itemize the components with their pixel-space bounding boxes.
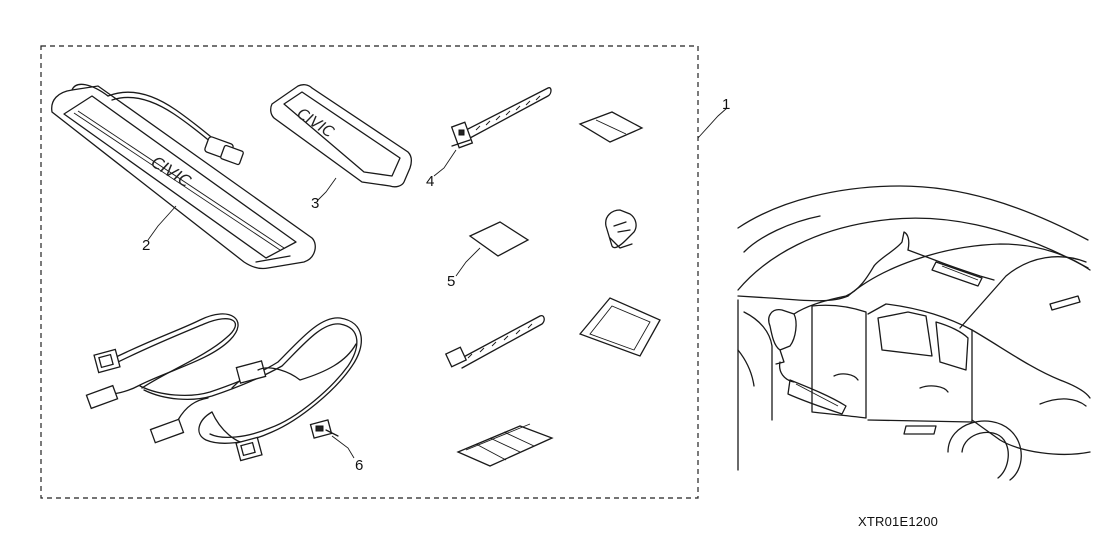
part-wire-harness xyxy=(85,313,362,462)
callout-2: 2 xyxy=(142,237,151,254)
callout-4: 4 xyxy=(426,173,435,190)
part-front-sill-plate: CIVIC xyxy=(51,83,316,270)
callout-5: 5 xyxy=(447,273,456,290)
part-connector-clip xyxy=(309,419,339,439)
kit-boundary-box xyxy=(40,45,699,499)
part-rear-sill-plate: CIVIC xyxy=(270,84,412,188)
part-double-sided-tape xyxy=(456,423,554,467)
leader-lines xyxy=(147,107,728,459)
part-cable-tie xyxy=(444,314,545,369)
part-harness-clip xyxy=(605,209,637,249)
diagram-code: XTR01E1200 xyxy=(858,514,939,529)
part-tie-clip xyxy=(450,87,552,149)
car-installation-view xyxy=(737,185,1091,481)
callout-6: 6 xyxy=(355,457,364,474)
part-cleaning-cloth xyxy=(468,221,530,257)
part-adhesive-pad-small xyxy=(578,111,644,143)
part-adhesive-square xyxy=(578,297,661,357)
callout-3: 3 xyxy=(311,195,320,212)
callout-1: 1 xyxy=(722,96,731,113)
